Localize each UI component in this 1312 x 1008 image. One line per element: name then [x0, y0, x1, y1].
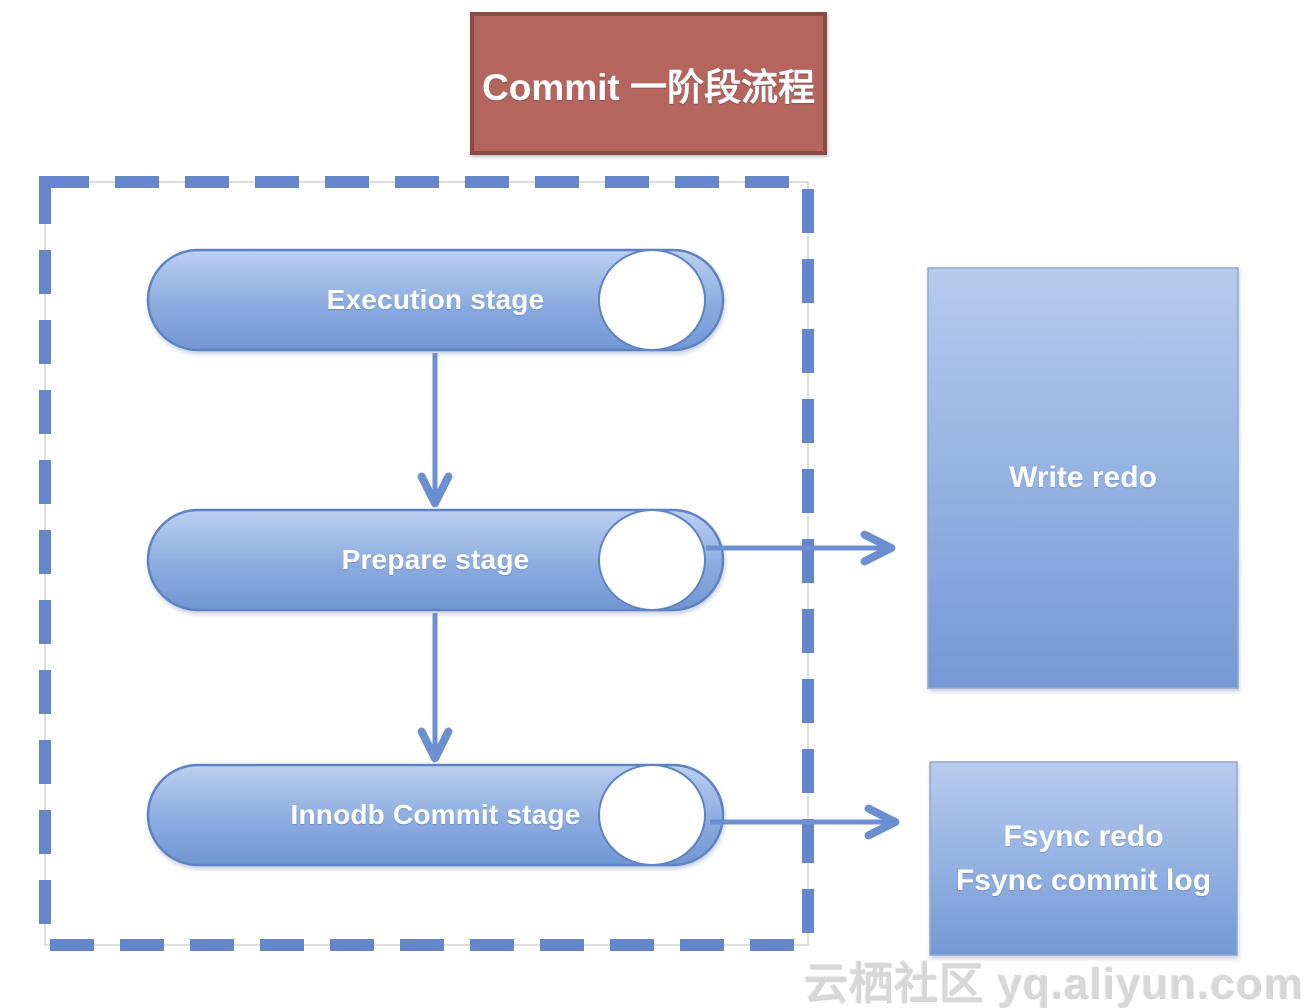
fsync-box — [929, 761, 1238, 956]
title-label: Commit 一阶段流程 — [482, 66, 815, 108]
stage-execution-shape — [146, 248, 725, 352]
write-redo-box — [927, 267, 1239, 689]
stage-prepare-shape — [146, 508, 725, 612]
stage-innodb-commit-shape — [146, 763, 725, 867]
dashed-container — [39, 176, 814, 951]
watermark: 云栖社区 yq.aliyun.com — [804, 960, 1304, 1008]
title-box: Commit 一阶段流程 — [470, 12, 827, 155]
